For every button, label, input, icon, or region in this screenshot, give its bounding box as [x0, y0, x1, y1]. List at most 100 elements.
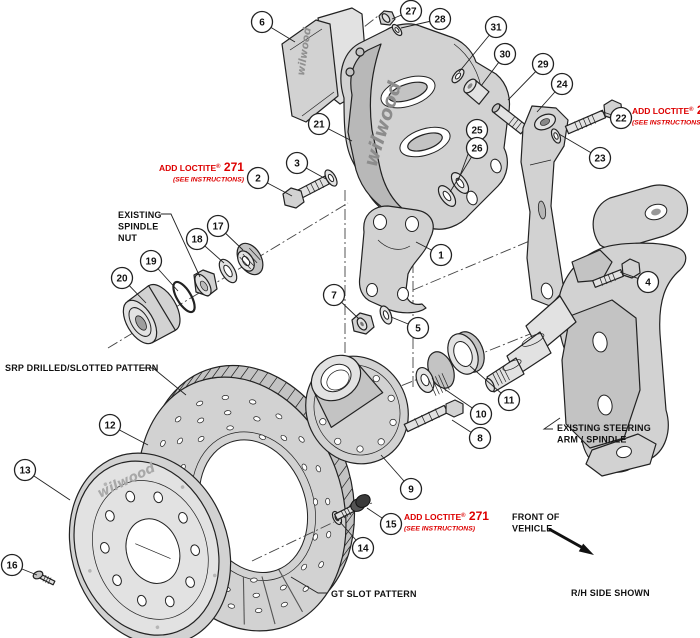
callout-9	[399, 477, 423, 501]
mounting-bracket	[358, 205, 434, 314]
callout-30	[493, 42, 517, 66]
callout-5	[406, 316, 430, 340]
callout-17	[206, 214, 230, 238]
caliper-bracket	[520, 105, 569, 307]
callout-14-number: 14	[357, 544, 369, 555]
steering-arm-leader	[542, 417, 561, 430]
callout-3	[285, 151, 309, 175]
o-ring	[172, 280, 196, 314]
hub	[305, 354, 409, 465]
callout-22	[609, 106, 633, 130]
callout-15-number: 15	[385, 520, 397, 531]
bleed-screw	[355, 47, 365, 57]
existing-spindle-nut-label-line2: SPINDLE	[118, 222, 158, 232]
inner-bearing	[415, 351, 455, 394]
callout-26-number: 26	[471, 144, 483, 155]
knuckle-bolt	[592, 258, 641, 288]
callout-18-number: 18	[191, 235, 203, 246]
callout-7-number: 7	[331, 291, 337, 302]
callout-29-number: 29	[537, 60, 549, 71]
callout-20	[110, 266, 134, 290]
callout-5-number: 5	[415, 324, 421, 335]
bracket-nut	[351, 312, 375, 335]
callout-18	[185, 227, 209, 251]
callout-2	[246, 166, 270, 190]
front-arrow-shaft	[548, 527, 584, 550]
callout-19	[139, 249, 163, 273]
knuckle-flange	[561, 299, 641, 449]
shim-washers	[437, 172, 470, 207]
loctite-note-3-line1: ADD LOCTITE® 271	[404, 509, 489, 523]
text-labels: ADD LOCTITE® 271 (SEE INSTRUCTIONS) ADD LO…	[5, 103, 700, 599]
callout-31	[484, 15, 508, 39]
bolt-boss	[571, 249, 613, 283]
callout-14	[351, 536, 375, 560]
callout-8	[468, 426, 492, 450]
callout-23-number: 23	[594, 154, 606, 165]
rotor-hat	[68, 452, 232, 638]
thread-detail	[42, 114, 616, 585]
front-arrow-head	[578, 543, 594, 555]
callout-30-number: 30	[499, 50, 511, 61]
front-of-vehicle-label-line1: FRONT OF	[512, 512, 560, 522]
bracket-washer-5	[379, 305, 393, 325]
callout-9-number: 9	[408, 485, 414, 496]
callout-29	[531, 52, 555, 76]
hub-bolt	[403, 399, 464, 433]
overlay-centerlines	[251, 521, 335, 562]
spindle-washer	[218, 258, 238, 284]
callout-17-number: 17	[212, 222, 224, 233]
hat-screw	[32, 570, 56, 586]
brake-pad-outer	[281, 19, 339, 123]
callout-10	[469, 402, 493, 426]
caliper-mount-nut	[378, 10, 396, 26]
callout-2-number: 2	[255, 174, 261, 185]
steering-arm	[592, 184, 689, 250]
srp-leader	[143, 367, 187, 396]
loctite-note-2-line1: ADD LOCTITE® 271	[632, 103, 700, 117]
callout-10-number: 10	[475, 410, 487, 421]
callout-1	[429, 243, 453, 267]
srp-pattern-label-line1: SRP DRILLED/SLOTTED PATTERN	[5, 363, 158, 373]
gt-slot-label-line1: GT SLOT PATTERN	[331, 589, 417, 599]
callout-27-number: 27	[405, 7, 417, 18]
loctite-note-2-line2: (SEE INSTRUCTIONS)	[632, 120, 700, 127]
bridge-washer	[451, 68, 465, 84]
caliper	[340, 23, 511, 230]
dust-cap	[122, 283, 181, 345]
callout-31-number: 31	[490, 23, 502, 34]
callout-11	[497, 388, 521, 412]
spindle-nut	[193, 269, 218, 297]
existing-spindle-nut-label-line1: EXISTING	[118, 210, 162, 220]
callout-28-number: 28	[434, 15, 446, 26]
callout-15	[379, 512, 403, 536]
callout-24-number: 24	[556, 80, 568, 91]
steering-arm-label-line1: EXISTING STEERING	[557, 423, 651, 433]
gt-slot-leader	[290, 576, 327, 594]
callout-27	[399, 0, 423, 23]
callout-25-number: 25	[471, 126, 483, 137]
callout-16-number: 16	[6, 561, 18, 572]
callout-19-number: 19	[145, 257, 157, 268]
front-of-vehicle-label-line2: VEHICLE	[512, 524, 552, 534]
bridge-spacer	[463, 78, 490, 105]
callout-13	[13, 458, 37, 482]
loctite-note-1-line1: ADD LOCTITE® 271	[159, 160, 244, 174]
steering-knuckle	[485, 184, 689, 477]
callout-26	[465, 136, 489, 160]
steering-arm-label-line2: ARM / SPINDLE	[557, 435, 627, 445]
callout-8-number: 8	[477, 434, 483, 445]
spindle-nut-leader	[161, 213, 201, 278]
callout-balloons: 1234567891011121314151617181920212223242…	[0, 0, 660, 577]
callout-20-number: 20	[116, 274, 128, 285]
bracket-washer	[550, 128, 562, 144]
mount-bolt	[282, 175, 330, 209]
callout-24	[550, 72, 574, 96]
callout-16	[0, 553, 24, 577]
bleed-screw	[345, 67, 355, 77]
caliper-mount-washer	[391, 23, 403, 37]
callout-3-number: 3	[294, 159, 300, 170]
callout-22-number: 22	[615, 114, 627, 125]
centerline-6	[412, 239, 533, 291]
